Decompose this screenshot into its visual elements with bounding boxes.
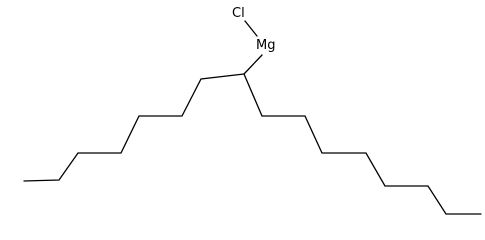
cl-mg-bond	[244, 20, 258, 37]
chlorine-atom-label: Cl	[232, 6, 245, 21]
mg-carbon-bond	[243, 54, 263, 75]
left-alkyl-chain	[23, 73, 245, 182]
skeletal-formula: Cl Mg	[23, 6, 482, 215]
right-alkyl-chain	[243, 73, 482, 215]
structure-canvas: Cl Mg	[23, 6, 482, 215]
magnesium-atom-label: Mg	[256, 38, 275, 53]
